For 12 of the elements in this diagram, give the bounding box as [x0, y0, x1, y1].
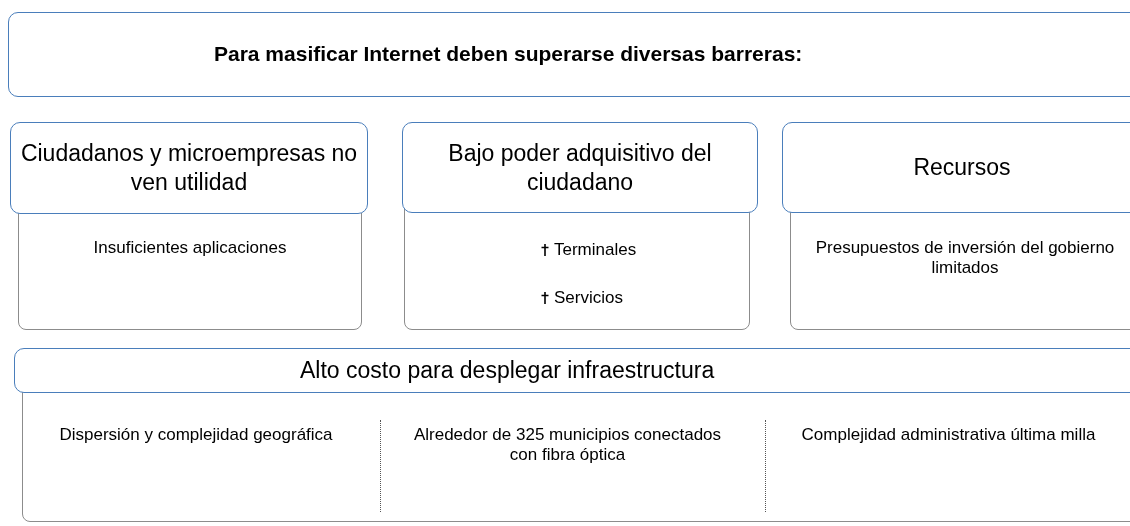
body-text: Complejidad administrativa última milla — [800, 425, 1097, 446]
body-text: Alrededor de 325 municipios conectados con fibra óptica — [412, 425, 723, 466]
body-text: Dispersión y complejidad geográfica — [58, 425, 334, 446]
body-text: Insuficientes aplicaciones — [92, 238, 288, 259]
bullet-text: Servicios — [554, 288, 623, 309]
title-banner: Para masificar Internet deben superarse diversas barreras: — [8, 12, 1130, 97]
body-text: Presupuestos de inversión del gobierno limitados — [814, 238, 1116, 279]
card-header: Ciudadanos y microempresas no ven utilidad — [10, 122, 368, 214]
card-header: Bajo poder adquisitivo del ciudadano — [402, 122, 758, 213]
bullet-text: Terminales — [554, 240, 637, 261]
card-header: Alto costo para desplegar infraestructura — [14, 348, 1130, 393]
card-header: Recursos — [782, 122, 1130, 213]
